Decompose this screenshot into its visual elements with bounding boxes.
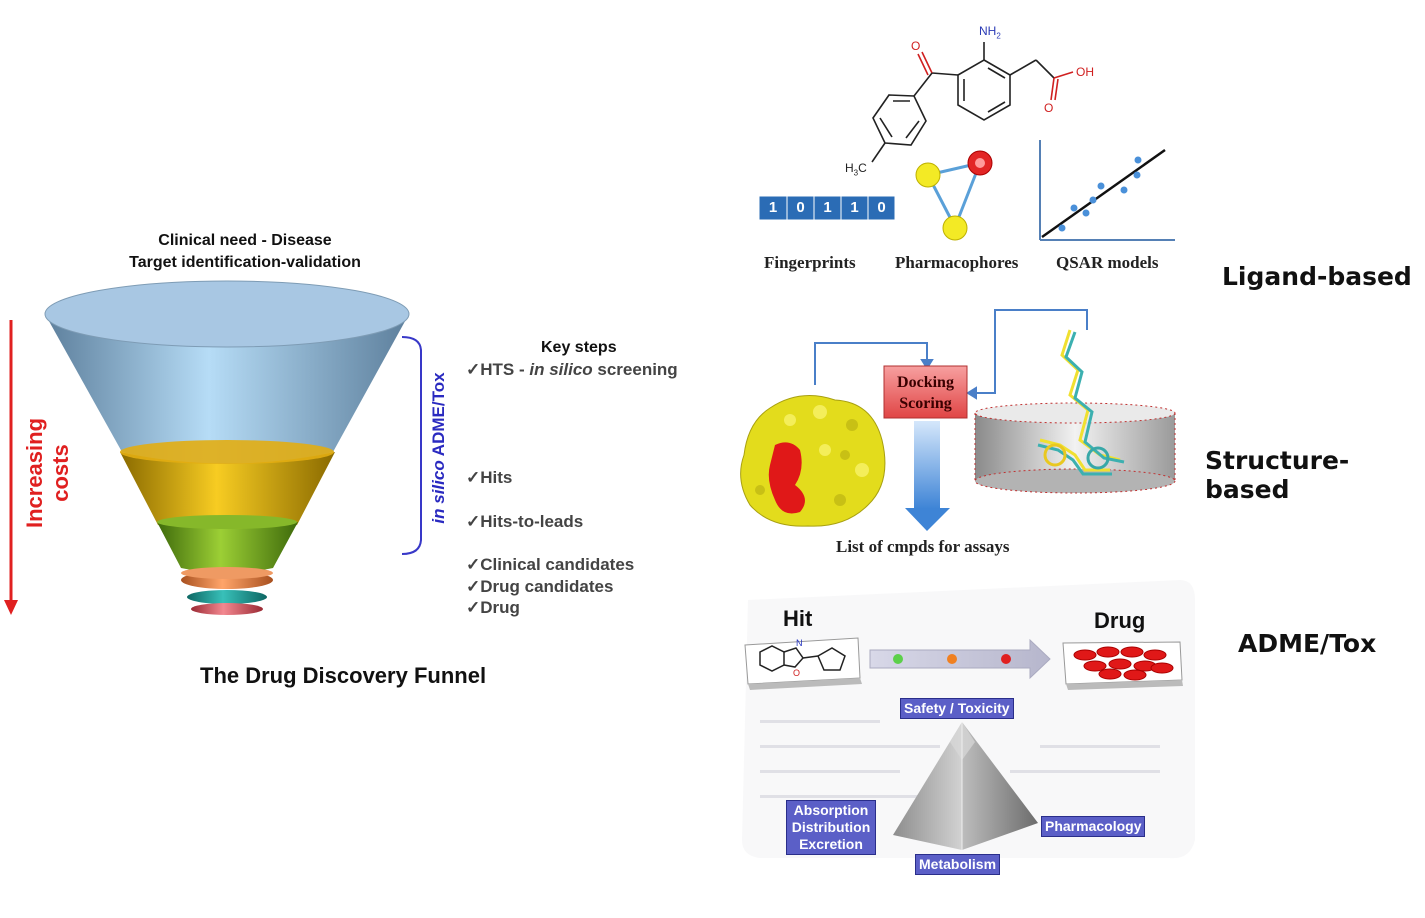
hit-molecule-card: N O xyxy=(744,637,862,690)
bit-label: 0 xyxy=(796,199,805,216)
cost-arrow xyxy=(4,320,18,615)
step-drug: ✓Drug xyxy=(466,598,520,618)
svg-text:N: N xyxy=(796,638,803,648)
caption-qsar-models: QSAR models xyxy=(1056,253,1159,272)
funnel-band-green xyxy=(157,515,298,573)
fingerprint-bits xyxy=(758,195,896,221)
hit-label: Hit xyxy=(783,606,813,631)
section-label-ligand-based: Ligand-based xyxy=(1222,262,1412,291)
funnel-band-orange xyxy=(181,567,273,589)
docking-box xyxy=(883,365,968,419)
atom-subscript: 2 xyxy=(996,31,1001,41)
funnel-top-cone xyxy=(44,280,410,465)
atom-label-o-ketone: O xyxy=(911,39,921,53)
metabolism-box: Metabolism xyxy=(915,854,1001,875)
caption-pharmacophores: Pharmacophores xyxy=(895,253,1019,272)
step-text: Hits xyxy=(480,468,513,487)
check-icon: ✓ xyxy=(466,577,481,596)
bit-label: 1 xyxy=(823,199,832,216)
funnel-band-yellow xyxy=(120,440,335,533)
funnel-band-teal xyxy=(187,590,267,604)
step-hits: ✓Hits xyxy=(466,468,512,488)
distribution-label: Distribution xyxy=(791,819,871,835)
check-icon: ✓ xyxy=(466,468,481,487)
atom-label-oh: OH xyxy=(1076,65,1094,79)
adme-vertical-rest: ADME/Tox xyxy=(429,372,448,461)
safety-toxicity-box: Safety / Toxicity xyxy=(900,698,1014,719)
section-label-structure-based: Structure-based xyxy=(1205,446,1350,504)
caption-assays: List of cmpds for assays xyxy=(836,537,1010,556)
assay-arrow xyxy=(905,421,950,531)
step-clinical-candidates: ✓Clinical candidates xyxy=(466,555,634,575)
adme-pyramid xyxy=(893,722,1038,850)
check-icon: ✓ xyxy=(466,598,481,617)
svg-text:O: O xyxy=(793,668,800,678)
scoring-label: Scoring xyxy=(899,395,952,412)
step-drug-candidates: ✓Drug candidates xyxy=(466,577,613,597)
molecule-structure xyxy=(871,42,1074,163)
step-text: HTS - xyxy=(480,360,530,379)
step-hits-to-leads: ✓Hits-to-leads xyxy=(466,512,583,532)
binding-cylinder xyxy=(974,329,1176,494)
bit-label: 1 xyxy=(850,199,859,216)
caption-fingerprints: Fingerprints xyxy=(764,253,856,272)
fingerprint-bit-labels: 1 0 1 1 0 xyxy=(759,199,895,216)
clinical-need-label: Clinical need - Disease xyxy=(158,232,332,249)
check-icon: ✓ xyxy=(466,555,481,574)
section-label-adme-tox: ADME/Tox xyxy=(1238,629,1377,658)
funnel-band-red xyxy=(191,603,263,615)
protein-surface xyxy=(740,395,886,527)
hit-to-drug-arrow xyxy=(869,638,1051,680)
atom-text: C xyxy=(858,161,867,175)
qsar-plot xyxy=(1039,140,1175,241)
atom-label-nh2: NH2 xyxy=(979,24,1001,40)
increasing-costs-label: Increasing costs xyxy=(22,417,73,529)
check-icon: ✓ xyxy=(466,512,481,531)
pharmacology-box: Pharmacology xyxy=(1041,816,1146,837)
docking-connectors xyxy=(814,309,1088,400)
atom-text: H xyxy=(845,161,854,175)
absorption-box: Absorption Distribution Excretion xyxy=(786,800,876,855)
docking-scoring-label: Docking Scoring xyxy=(884,372,967,414)
bit-label: 1 xyxy=(768,199,778,216)
bit-label: 0 xyxy=(877,199,886,216)
step-text: Drug xyxy=(480,598,520,617)
funnel-title: The Drug Discovery Funnel xyxy=(200,663,487,688)
step-hts: ✓HTS - in silico screening xyxy=(466,360,678,380)
check-icon: ✓ xyxy=(466,360,481,379)
atom-text: NH xyxy=(979,24,997,38)
adme-vertical-italic: in silico xyxy=(429,460,448,524)
atom-label-o-acid: O xyxy=(1044,101,1054,115)
drug-label: Drug xyxy=(1094,608,1146,633)
funnel-top-caption: Clinical need - Disease Target identific… xyxy=(100,230,390,274)
step-text: Hits-to-leads xyxy=(480,512,584,531)
target-identification-label: Target identification-validation xyxy=(129,254,361,271)
adme-vertical-label: in silico ADME/Tox xyxy=(429,368,451,528)
step-italic: in silico xyxy=(529,360,593,379)
pharmacophore-graphic xyxy=(915,150,993,241)
adme-bracket xyxy=(401,336,422,555)
key-steps-title: Key steps xyxy=(541,339,617,356)
absorption-label: Absorption xyxy=(793,802,869,818)
step-text: Drug candidates xyxy=(480,577,614,596)
step-text: screening xyxy=(592,360,678,379)
drug-pills-card xyxy=(1062,641,1183,690)
atom-label-h3c: H3C xyxy=(845,161,867,177)
docking-label: Docking xyxy=(897,374,954,391)
atom-subscript: 3 xyxy=(853,168,859,178)
excretion-label: Excretion xyxy=(799,836,863,852)
step-text: Clinical candidates xyxy=(480,555,635,574)
